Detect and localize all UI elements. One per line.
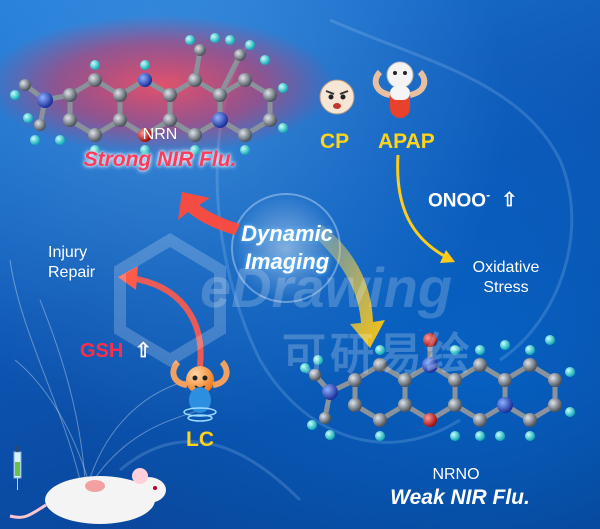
arrow-lc-repair-head <box>118 266 138 290</box>
gsh-text: GSH <box>80 340 124 362</box>
apap-pill-icon <box>372 61 428 118</box>
onoo-species: ONOO <box>428 190 487 212</box>
watermark-logo <box>114 233 226 367</box>
gsh-label: GSH ⇧ <box>80 338 152 363</box>
center-line1: Dynamic <box>241 221 333 246</box>
gsh-up-icon: ⇧ <box>134 340 152 362</box>
oxidative-stress-label: Oxidative Stress <box>466 258 546 298</box>
onoo-label: ONOO- ⇧ <box>428 188 517 212</box>
onoo-up-icon: ⇧ <box>501 190 518 212</box>
lc-pill-icon <box>170 359 230 422</box>
nrno-name: NRNO <box>432 466 480 483</box>
nrn-red-glow <box>0 15 335 155</box>
mouse-icon <box>9 468 166 524</box>
injury-line1: Injury <box>48 244 88 261</box>
oxidative-line1: Oxidative <box>472 259 540 276</box>
nrno-caption: Weak NIR Flu. <box>390 486 530 509</box>
arrow-red-up <box>178 192 240 235</box>
nrn-name: NRN <box>142 126 178 143</box>
nrn-molecule <box>10 33 288 155</box>
center-line2: Imaging <box>244 249 330 274</box>
apap-label: APAP <box>378 130 435 153</box>
arrow-cp-oxidative <box>396 154 449 260</box>
injury-line2: Repair <box>48 264 96 281</box>
cp-label: CP <box>320 130 350 153</box>
lc-label: LC <box>186 428 214 451</box>
arrow-lc-repair <box>129 275 204 367</box>
injury-repair-label: Injury Repair <box>48 243 118 283</box>
oxidative-line2: Stress <box>483 279 529 296</box>
onoo-charge: - <box>486 188 491 202</box>
dynamic-imaging-label: Dynamic Imaging <box>232 220 342 276</box>
nrn-caption: Strong NIR Flu. <box>83 148 237 171</box>
arrow-cp-oxidative-head <box>440 250 455 263</box>
cp-face-icon <box>319 79 355 115</box>
watermark-cn: 可研易绘 <box>282 329 474 380</box>
syringe-icon <box>13 446 22 490</box>
light-swirl <box>9 259 201 481</box>
arrow-to-nrno <box>316 225 385 348</box>
watermark-en: eDrawing <box>200 256 453 319</box>
nrno-molecule <box>300 333 575 441</box>
